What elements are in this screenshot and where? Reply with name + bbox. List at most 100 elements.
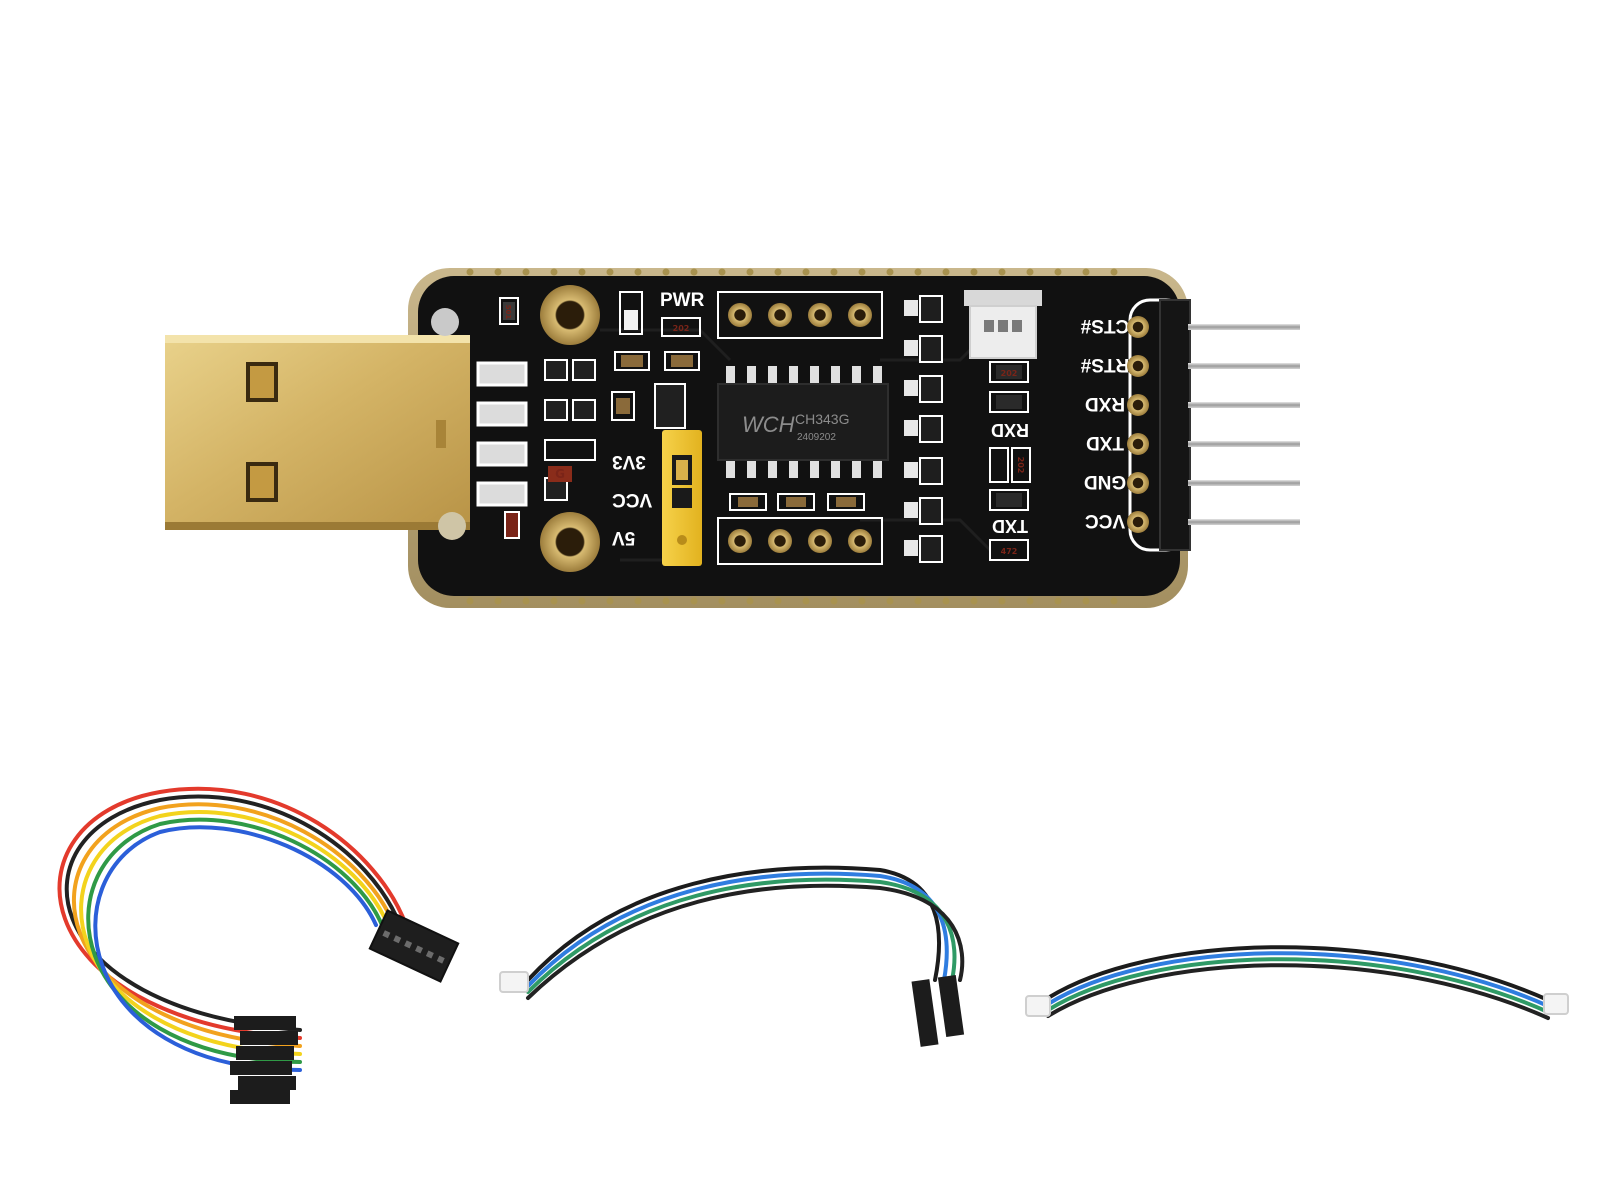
edge-via <box>774 597 782 605</box>
chip-pin <box>768 366 777 386</box>
jst-connector-cable <box>1025 945 1569 1020</box>
pin-label-txd: TXD <box>1086 432 1124 453</box>
jst-plug-small <box>499 971 529 993</box>
header-pin <box>1188 441 1300 447</box>
header-pin <box>1188 363 1300 369</box>
jst-plug-right <box>1543 993 1569 1015</box>
edge-via <box>802 268 810 276</box>
edge-via <box>970 597 978 605</box>
six-pin-female-housing <box>368 909 460 983</box>
edge-via <box>522 268 530 276</box>
edge-via <box>634 597 642 605</box>
resistor-code-202-c: 202 <box>1016 457 1025 474</box>
transistor-column <box>904 295 943 563</box>
edge-via <box>494 268 502 276</box>
chip-pin <box>726 366 735 386</box>
transistor-body <box>919 335 943 363</box>
chip-pin <box>831 458 840 478</box>
chip-pin <box>726 458 735 478</box>
chip-brand: WCH <box>742 412 795 437</box>
header-pin <box>1188 324 1300 330</box>
edge-via <box>1082 268 1090 276</box>
transistor-body <box>919 415 943 443</box>
edge-via <box>886 268 894 276</box>
ch343g-chip: WCH CH343G 2409202 <box>717 366 889 511</box>
capacitor-code: G <box>555 467 565 481</box>
pad-row-bottom <box>717 517 883 565</box>
edge-via <box>466 268 474 276</box>
edge-via <box>1110 268 1118 276</box>
edge-via <box>914 268 922 276</box>
transistor-lead <box>904 300 918 316</box>
jumper-label-5v: 5V <box>612 527 636 548</box>
edge-via <box>578 268 586 276</box>
edge-via <box>690 597 698 605</box>
edge-via <box>998 268 1006 276</box>
jst-socket <box>964 290 1042 359</box>
header-pad <box>1127 316 1149 338</box>
edge-via <box>494 597 502 605</box>
pin-labels: CTS# RTS# RXD TXD GND VCC <box>1080 315 1129 531</box>
transistor-body <box>919 497 943 525</box>
edge-via <box>718 268 726 276</box>
pin-label-rts: RTS# <box>1080 354 1129 375</box>
edge-via <box>1026 597 1034 605</box>
header-pad <box>1127 433 1149 455</box>
jst-plug-left <box>1025 995 1051 1017</box>
edge-via <box>942 597 950 605</box>
transistor-lead <box>904 462 918 478</box>
six-wire-dupont-cable <box>57 786 460 1104</box>
edge-vias <box>466 268 1118 605</box>
edge-via <box>858 597 866 605</box>
header-pad <box>1127 355 1149 377</box>
chip-part-number: CH343G <box>795 411 849 427</box>
edge-via <box>662 597 670 605</box>
transistor-lead <box>904 420 918 436</box>
pin-header <box>1127 298 1300 552</box>
edge-via <box>1110 597 1118 605</box>
edge-via <box>606 597 614 605</box>
edge-via <box>606 268 614 276</box>
usb-a-plug <box>165 335 470 530</box>
transistor-body <box>919 375 943 403</box>
transistor-lead <box>904 502 918 518</box>
chip-pin <box>873 458 882 478</box>
transistor-lead <box>904 540 918 556</box>
transistor-lead <box>904 380 918 396</box>
header-pad <box>1127 511 1149 533</box>
edge-via <box>578 597 586 605</box>
resistor-code-202-b: 202 <box>1001 369 1018 378</box>
pin-label-cts: CTS# <box>1080 315 1129 336</box>
edge-via <box>998 597 1006 605</box>
resistor-code-202-a: 202 <box>673 324 690 333</box>
transistor-body <box>919 457 943 485</box>
header-pin <box>1188 480 1300 486</box>
chip-pin <box>852 366 861 386</box>
dupont-pair-housings <box>911 975 965 1047</box>
edge-via <box>662 268 670 276</box>
dupont-single-housings <box>230 1016 298 1104</box>
chip-pin <box>810 458 819 478</box>
resistor-code-472: 472 <box>1001 547 1018 556</box>
pin-label-gnd: GND <box>1084 471 1126 492</box>
chip-pin <box>789 458 798 478</box>
edge-via <box>830 597 838 605</box>
header-pad <box>1127 394 1149 416</box>
edge-via <box>550 268 558 276</box>
chip-pin <box>789 366 798 386</box>
voltage-jumper <box>662 430 702 566</box>
edge-via <box>746 597 754 605</box>
edge-via <box>718 597 726 605</box>
pin-label-vcc: VCC <box>1085 510 1125 531</box>
chip-lot-code: 2409202 <box>797 432 836 443</box>
transistor-body <box>919 295 943 323</box>
four-wire-jst-dupont-cable <box>499 865 965 1047</box>
pin-label-rxd: RXD <box>1085 393 1125 414</box>
pwr-label: PWR <box>660 290 705 311</box>
chip-pin <box>873 366 882 386</box>
usb-uart-board: 501 G PWR 202 <box>165 268 1300 608</box>
edge-via <box>802 597 810 605</box>
edge-via <box>914 597 922 605</box>
edge-via <box>690 268 698 276</box>
